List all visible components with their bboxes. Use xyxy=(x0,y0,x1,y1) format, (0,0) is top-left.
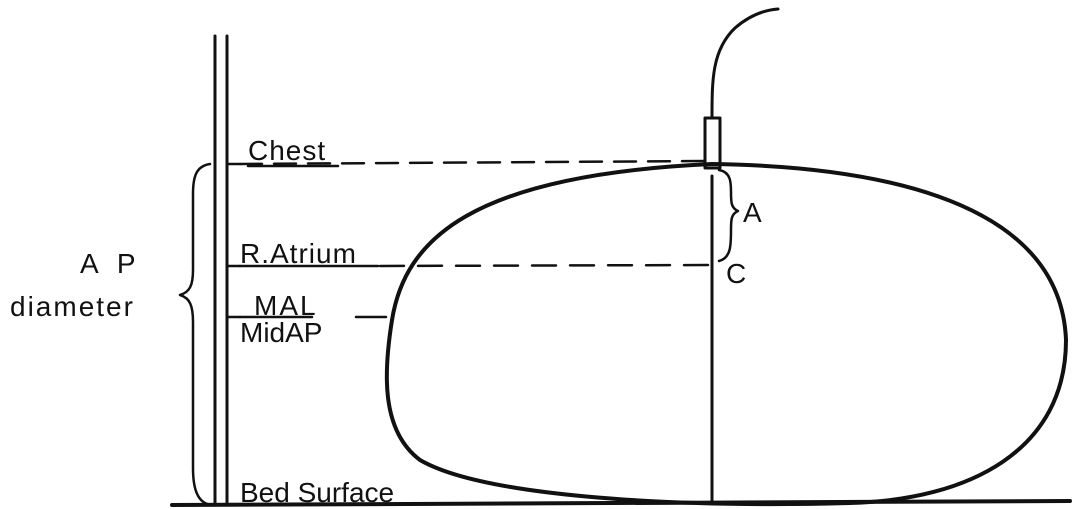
transducer-cable xyxy=(710,7,780,120)
brace-a xyxy=(717,168,740,263)
brace-ap-diameter xyxy=(178,162,213,507)
bed-surface-label: Bed Surface xyxy=(240,477,394,508)
ap-label: A P xyxy=(80,248,142,279)
transducer-icon xyxy=(703,116,722,170)
c-label: C xyxy=(726,258,746,289)
right-atrium-reference-line xyxy=(378,263,710,268)
right-atrium-label: R.Atrium xyxy=(240,238,357,269)
mal-label: MAL xyxy=(254,290,318,321)
bed-surface-line xyxy=(170,499,1072,507)
chest-reference-line xyxy=(238,159,708,166)
mid-ap-label: MidAP xyxy=(240,317,322,348)
diameter-label: diameter xyxy=(10,291,135,322)
torso-cross-section xyxy=(384,162,1068,507)
chest-label: Chest xyxy=(248,135,326,166)
a-label: A xyxy=(743,197,762,228)
